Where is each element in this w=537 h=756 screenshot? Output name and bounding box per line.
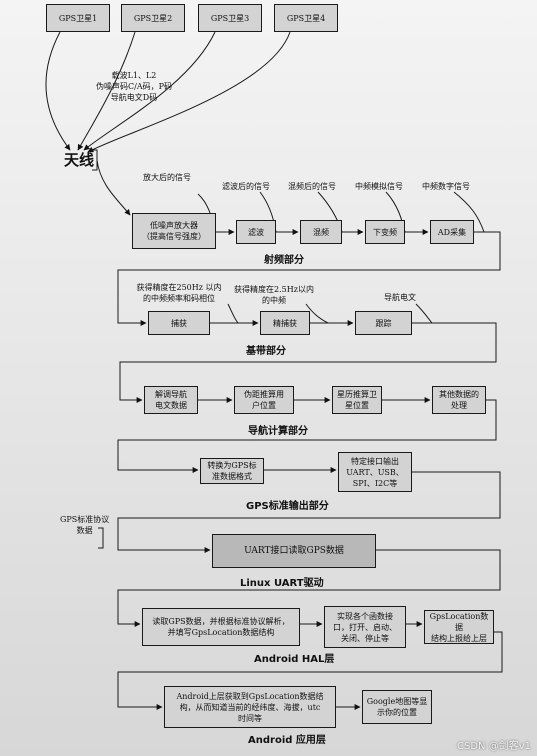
pseudorange-box: 伪距推算用 户位置: [234, 386, 294, 414]
adc-box: AD采集: [430, 220, 474, 244]
label-amplified-signal: 放大后的信号: [143, 173, 191, 182]
hal-interfaces-box: 实现各个函数接 口，打开、启动、 关闭、停止等: [324, 606, 406, 648]
hal-report-box: GpsLocation数据 结构上报给上层: [424, 610, 494, 644]
convert-format-box: 转换为GPS标 准数据格式: [200, 458, 264, 484]
satellite-4: GPS卫星4: [274, 4, 338, 32]
section-uart: Linux UART驱动: [240, 578, 324, 589]
satellite-1: GPS卫星1: [46, 4, 110, 32]
label-gps-protocol-data: GPS标准协议 数据: [60, 515, 110, 535]
mixer-box: 混频: [300, 220, 342, 244]
filter-box: 滤波: [236, 220, 276, 244]
decode-nav-box: 解调导航 电文数据: [144, 386, 198, 414]
downconvert-box: 下变频: [365, 220, 405, 244]
section-gps-output: GPS标准输出部分: [246, 501, 329, 512]
app-receive-box: Android上层获取到GpsLocation数据结 构，从而知道当前的经纬度、…: [164, 686, 336, 728]
section-app: Android 应用层: [248, 735, 326, 746]
lna-box: 低噪声放大器 （提高信号强度）: [132, 213, 216, 249]
satellite-3: GPS卫星3: [198, 4, 262, 32]
fine-capture-box: 精捕获: [260, 311, 310, 335]
label-filtered-signal: 滤波后的信号: [222, 182, 270, 191]
hal-parse-box: 读取GPS数据，并根据标准协议解析， 并填写GpsLocation数据结构: [142, 608, 300, 646]
section-baseband: 基带部分: [246, 346, 286, 357]
label-nav-message: 导航电文: [384, 293, 416, 302]
label-coarse-acquisition: 获得精度在250Hz 以内 的中频频率和码相位: [136, 283, 222, 303]
uart-read-box: UART接口读取GPS数据: [212, 534, 376, 568]
label-mixed-signal: 混频后的信号: [288, 182, 336, 191]
signal-components-label: 载波L1、L2 伪噪声码C/A码，P码 导航电文D码: [96, 71, 172, 102]
label-if-analog: 中频模拟信号: [355, 182, 403, 191]
watermark: CSDN @剑客v1: [457, 741, 531, 752]
antenna-label: 天线: [64, 151, 95, 169]
label-if-digital: 中频数字信号: [422, 182, 470, 191]
section-nav-calc: 导航计算部分: [248, 426, 308, 437]
tracking-box: 跟踪: [355, 311, 412, 335]
output-ports-box: 特定接口输出 UART、USB、 SPI、I2C等: [338, 452, 412, 492]
section-hal: Android HAL层: [254, 654, 335, 665]
satellite-2: GPS卫星2: [121, 4, 185, 32]
other-data-box: 其他数据的 处理: [432, 386, 486, 414]
maps-display-box: Google地图等显 示你的位置: [362, 690, 432, 724]
capture-box: 捕获: [148, 311, 210, 335]
label-fine-acquisition: 获得精度在2.5Hz以内 的中频: [234, 285, 314, 305]
ephemeris-box: 星历推算卫 星位置: [332, 386, 382, 414]
section-rf: 射频部分: [264, 255, 304, 266]
